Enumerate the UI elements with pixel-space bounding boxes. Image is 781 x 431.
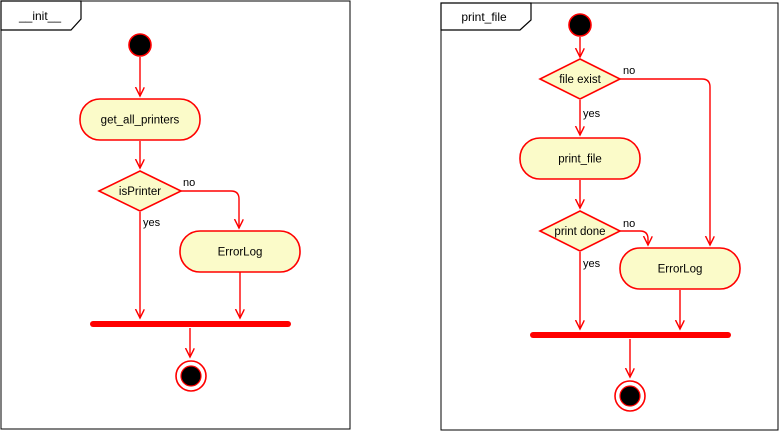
diagram-init: __init__ get_all_printers isPrinter no y… (0, 0, 351, 430)
decision-file-exist-label: file exist (559, 74, 601, 86)
initial-node-icon (128, 33, 152, 57)
frame-init-tab (0, 0, 82, 31)
activity-errorlog-label: ErrorLog (218, 247, 263, 259)
edge-label-yes: yes (143, 217, 161, 229)
final-node-inner-icon (180, 365, 202, 387)
edge-print-done-no-to-errorlog (620, 230, 648, 245)
edge-label-yes: yes (583, 108, 601, 120)
edge-file-exist-no-to-errorlog (620, 78, 710, 245)
decision-isprinter (97, 170, 183, 212)
activity-print-file (519, 137, 641, 180)
edge-label-no: no (623, 65, 635, 77)
frame-init-title: __init__ (18, 9, 61, 23)
join-bar (530, 332, 731, 338)
frame-print-file (440, 2, 779, 431)
initial-node-icon (568, 13, 592, 37)
edge-label-no: no (623, 218, 635, 230)
frame-print-file-title: print_file (461, 10, 507, 24)
final-node-inner-icon (619, 385, 641, 407)
activity-print-file-label: print_file (558, 154, 601, 166)
activity-errorlog (619, 247, 741, 290)
diagram-print-file: print_file file exist no yes print_file … (440, 2, 779, 431)
edge-label-yes: yes (583, 258, 601, 270)
edge-isprinter-no-to-errorlog (181, 190, 239, 228)
activity-errorlog-label: ErrorLog (658, 264, 703, 276)
decision-print-done-label: print done (554, 226, 605, 238)
frame-print-file-tab (440, 2, 532, 31)
edge-label-no: no (183, 177, 195, 189)
decision-file-exist (538, 58, 622, 100)
join-bar (90, 321, 291, 327)
final-node-outer-icon (175, 360, 207, 392)
frame-init (0, 0, 351, 430)
activity-get-all-printers (79, 98, 201, 141)
decision-isprinter-label: isPrinter (119, 186, 161, 198)
activity-get-all-printers-label: get_all_printers (101, 115, 180, 127)
decision-print-done (538, 210, 622, 252)
final-node-outer-icon (614, 380, 646, 412)
